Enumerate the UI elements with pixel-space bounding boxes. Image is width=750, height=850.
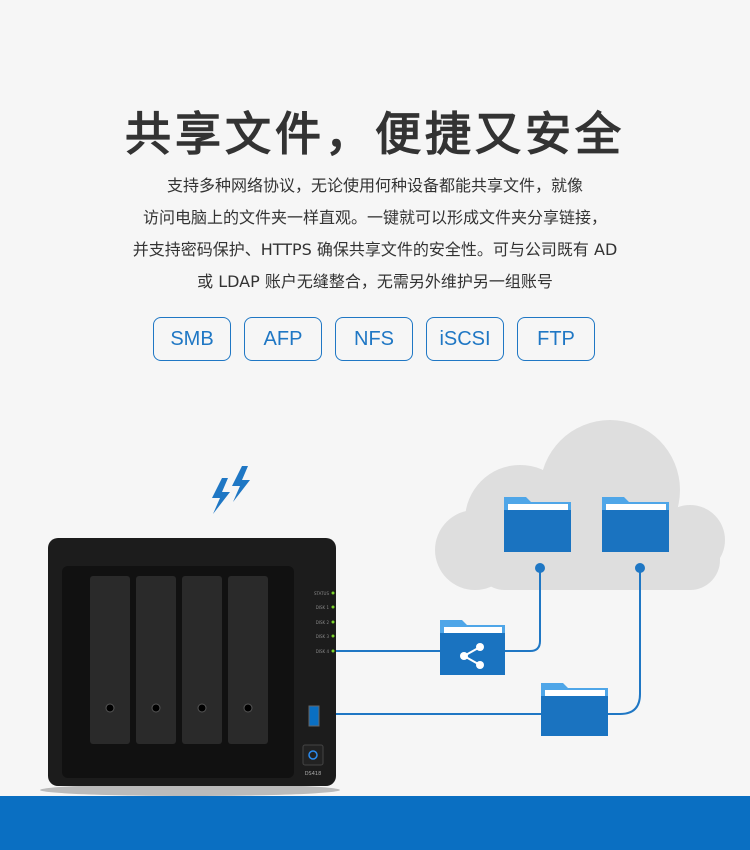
lightning-icon <box>212 466 250 514</box>
description-line: 或 LDAP 账户无缝整合，无需另外维护另一组账号 <box>197 272 553 291</box>
protocol-badge-afp: AFP <box>244 317 322 361</box>
protocol-list: SMB AFP NFS iSCSI FTP <box>153 317 595 361</box>
protocol-badge-smb: SMB <box>153 317 231 361</box>
usb-port <box>308 705 320 727</box>
footer-band <box>0 796 750 850</box>
led-label: DISK 1 <box>316 605 330 610</box>
led-label: STATUS <box>314 591 329 596</box>
protocol-badge-ftp: FTP <box>517 317 595 361</box>
description: 支持多种网络协议，无论使用何种设备都能共享文件，就像 访问电脑上的文件夹一样直观… <box>0 170 750 298</box>
model-label: DS418 <box>305 771 322 777</box>
led-label: DISK 4 <box>316 649 330 654</box>
description-line: 并支持密码保护、HTTPS 确保共享文件的安全性。可与公司既有 AD <box>132 240 618 259</box>
node-dot <box>635 563 645 573</box>
nas-device: STATUS DISK 1 DISK 2 DISK 3 DISK 4 DS418 <box>40 538 340 796</box>
power-icon <box>308 750 318 760</box>
description-line: 支持多种网络协议，无论使用何种设备都能共享文件，就像 <box>166 176 583 195</box>
shared-folder-icon <box>440 620 505 675</box>
folder-icon <box>602 497 669 552</box>
folder-icon <box>504 497 571 552</box>
power-button[interactable] <box>302 744 324 766</box>
folder-icon <box>541 683 608 736</box>
description-line: 访问电脑上的文件夹一样直观。一键就可以形成文件夹分享链接， <box>142 208 607 227</box>
page-title: 共享文件，便捷又安全 <box>125 107 625 161</box>
protocol-badge-iscsi: iSCSI <box>426 317 504 361</box>
cloud-icon <box>435 420 725 590</box>
share-icon <box>460 643 484 669</box>
led-label: DISK 3 <box>316 634 330 639</box>
connection-lines <box>333 568 641 715</box>
protocol-badge-nfs: NFS <box>335 317 413 361</box>
led-label: DISK 2 <box>316 620 330 625</box>
node-dot <box>535 563 545 573</box>
